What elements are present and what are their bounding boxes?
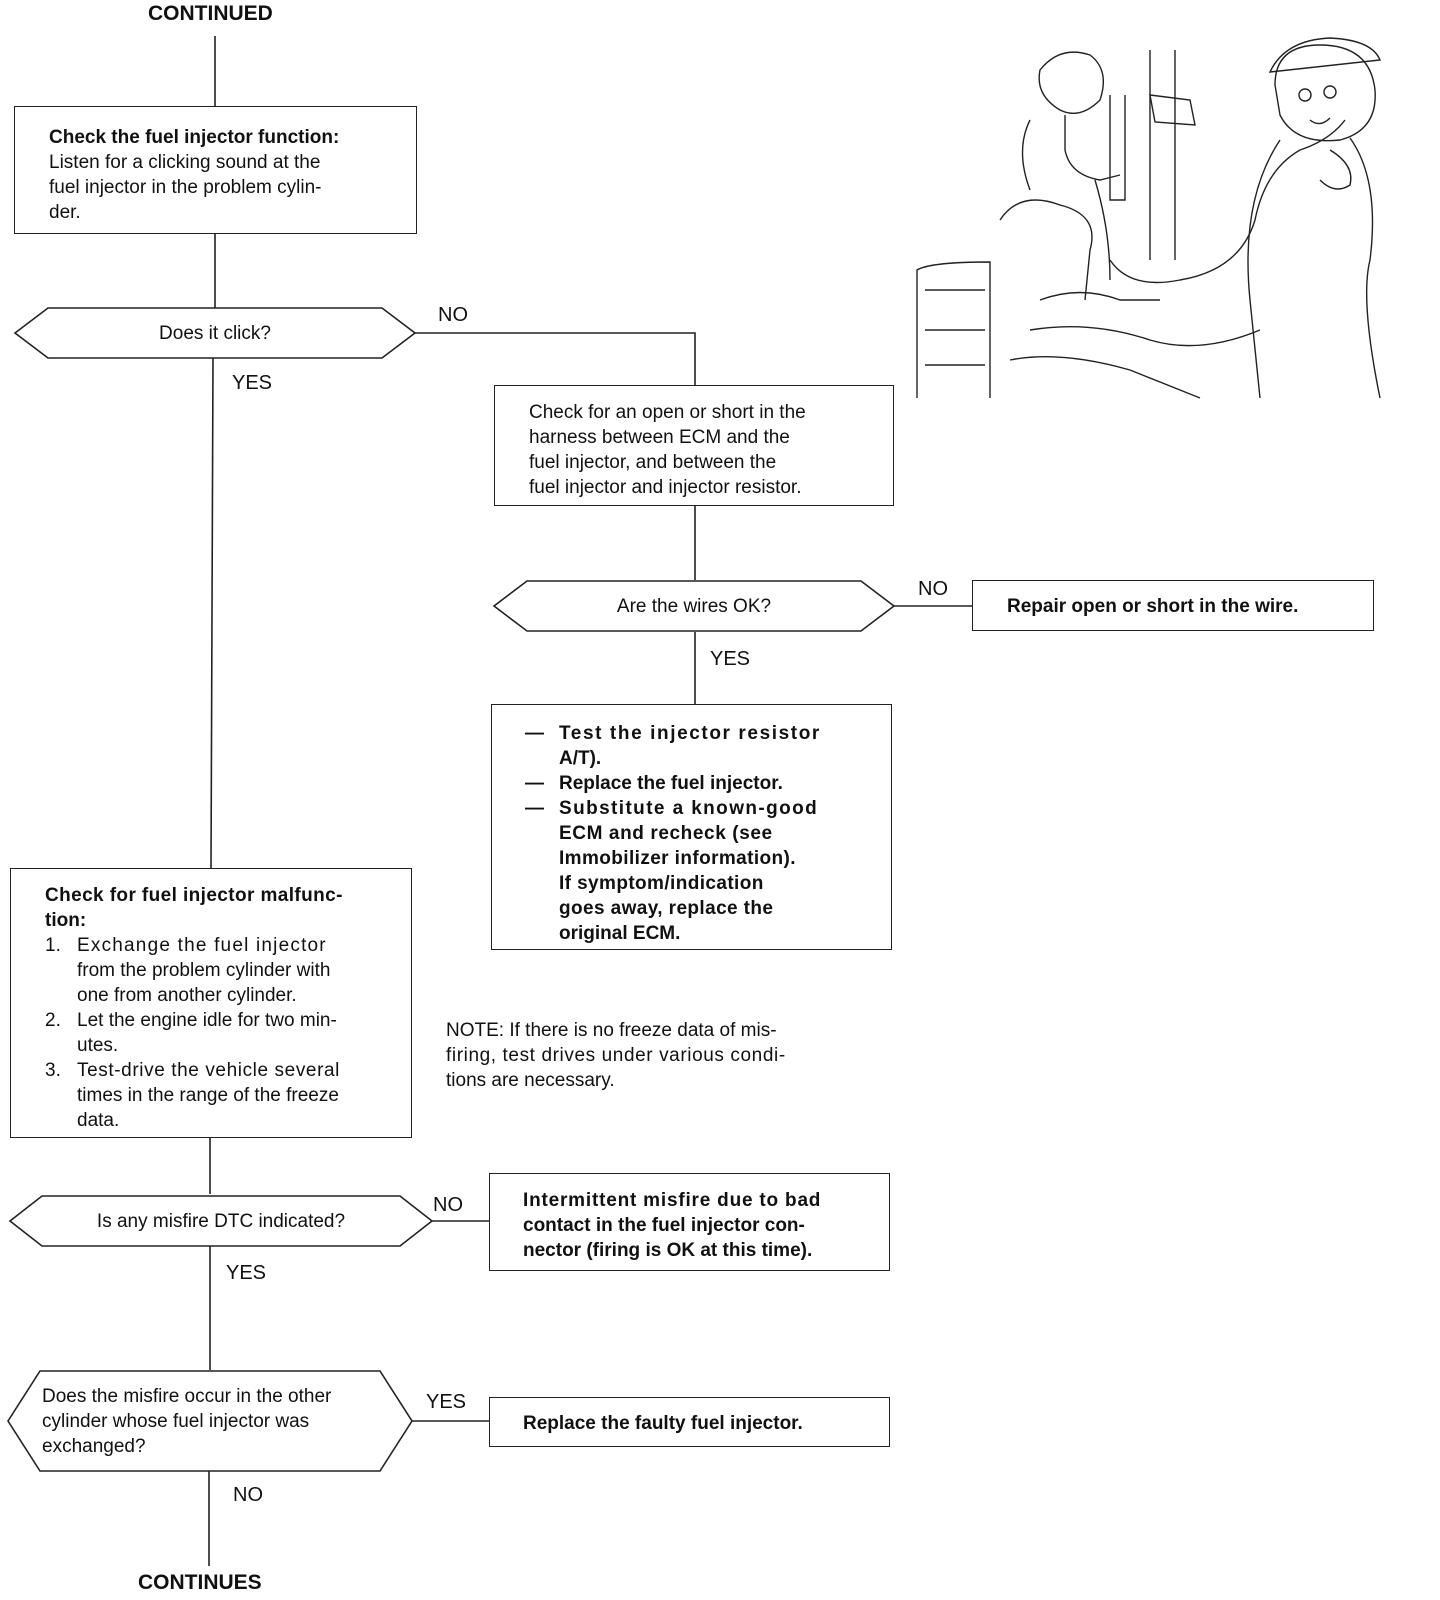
test-item-3-dash: — [525, 798, 544, 819]
intermittent-line-1: Intermittent misfire due to bad [523, 1190, 822, 1211]
malfunction-item-3-line-3: data. [77, 1110, 120, 1131]
note-line-3: tions are necessary. [446, 1070, 615, 1091]
check-open-short-box: Check for an open or short in the harnes… [494, 385, 894, 506]
malfunction-item-1-line-1: Exchange the fuel injector [77, 935, 327, 956]
replace-injector-text: Replace the faulty fuel injector. [523, 1413, 803, 1434]
check-malfunction-box: Check for fuel injector malfunc- tion: 1… [10, 868, 412, 1138]
decision-dtc-question: Is any misfire DTC indicated? [96, 1211, 346, 1232]
test-item-2-dash: — [525, 773, 544, 794]
intermittent-line-2: contact in the fuel injector con- [523, 1215, 805, 1236]
check-injector-line-3: der. [49, 202, 81, 223]
continues-label: CONTINUES [138, 1571, 262, 1594]
decision-wires-no: NO [918, 578, 948, 600]
note-line-2: firing, test drives under various condi- [446, 1045, 786, 1066]
intermittent-line-3: nector (firing is OK at this time). [523, 1240, 813, 1261]
test-item-2-line-1: Replace the fuel injector. [559, 773, 783, 794]
test-item-3-line-1: Substitute a known-good [559, 798, 819, 819]
decision-other-line-2: cylinder whose fuel injector was [42, 1411, 310, 1432]
check-injector-line-1: Listen for a clicking sound at the [49, 152, 321, 173]
malfunction-item-3-num: 3. [45, 1060, 61, 1081]
decision-other-yes: YES [426, 1391, 467, 1413]
repair-open-short-box: Repair open or short in the wire. [972, 580, 1374, 631]
malfunction-item-2-line-2: utes. [77, 1035, 119, 1056]
malfunction-item-3-line-1: Test-drive the vehicle several [77, 1060, 340, 1081]
malfunction-item-2-line-1: Let the engine idle for two min- [77, 1010, 337, 1031]
decision-dtc-no: NO [433, 1194, 463, 1216]
malfunction-title-line-2: tion: [45, 910, 87, 931]
check-injector-title: Check the fuel injector function: [49, 127, 340, 148]
decision-click-yes: YES [232, 372, 273, 394]
malfunction-title-line-1: Check for fuel injector malfunc- [45, 885, 343, 906]
test-item-3-line-2: ECM and recheck (see [559, 823, 773, 844]
malfunction-item-1-line-3: one from another cylinder. [77, 985, 297, 1006]
decision-click-question: Does it click? [159, 323, 271, 344]
check-open-line-1: Check for an open or short in the [529, 402, 806, 423]
test-resistor-box: — Test the injector resistor A/T). — Rep… [491, 704, 892, 950]
test-item-3-line-4: If symptom/indication [559, 873, 764, 894]
decision-wires-question: Are the wires OK? [616, 596, 772, 617]
test-item-3-line-3: Immobilizer information). [559, 848, 796, 869]
note-line-1: NOTE: If there is no freeze data of mis- [446, 1020, 777, 1041]
check-injector-function-box: Check the fuel injector function: Listen… [14, 106, 417, 234]
repair-open-short-text: Repair open or short in the wire. [1007, 596, 1299, 617]
test-item-1-dash: — [525, 723, 544, 744]
decision-click-shape [13, 307, 417, 359]
check-injector-line-2: fuel injector in the problem cylin- [49, 177, 322, 198]
check-open-line-4: fuel injector and injector resistor. [529, 477, 802, 498]
technician-stethoscope-illustration [916, 37, 1381, 399]
test-item-1-line-2: A/T). [559, 748, 602, 769]
check-open-line-2: harness between ECM and the [529, 427, 790, 448]
intermittent-misfire-box: Intermittent misfire due to bad contact … [489, 1173, 890, 1271]
test-item-3-line-5: goes away, replace the [559, 898, 774, 919]
test-item-3-line-6: original ECM. [559, 923, 681, 944]
malfunction-item-1-line-2: from the problem cylinder with [77, 960, 331, 981]
malfunction-item-2-num: 2. [45, 1010, 61, 1031]
malfunction-item-3-line-2: times in the range of the freeze [77, 1085, 339, 1106]
decision-wires-yes: YES [710, 648, 751, 670]
decision-other-shape [7, 1370, 413, 1472]
decision-other-line-3: exchanged? [42, 1436, 146, 1457]
replace-injector-box: Replace the faulty fuel injector. [489, 1397, 890, 1447]
check-open-line-3: fuel injector, and between the [529, 452, 777, 473]
continued-label: CONTINUED [148, 2, 273, 25]
decision-dtc-shape [8, 1195, 434, 1247]
decision-other-line-1: Does the misfire occur in the other [42, 1386, 332, 1407]
decision-dtc-yes: YES [226, 1262, 267, 1284]
malfunction-item-1-num: 1. [45, 935, 61, 956]
test-item-1-line-1: Test the injector resistor [559, 723, 821, 744]
decision-click-no: NO [438, 304, 468, 326]
decision-other-no: NO [233, 1484, 263, 1506]
decision-wires-shape [492, 580, 896, 632]
